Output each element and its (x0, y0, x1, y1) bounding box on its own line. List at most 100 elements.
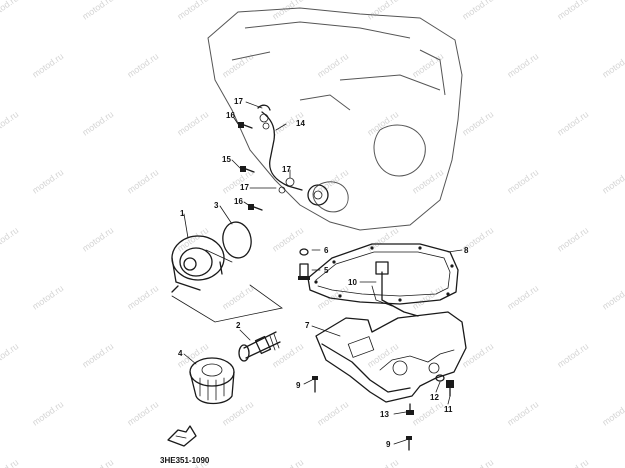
watermark-text: motod.ru (220, 283, 255, 312)
washer (299, 248, 309, 256)
bolt-16-top (238, 122, 253, 129)
oil-strainer-pipe (371, 261, 419, 317)
watermark-text: motod.ru (555, 109, 590, 138)
bolt-15 (240, 166, 255, 173)
watermark-text: motod.ru (505, 283, 540, 312)
callout-2: 2 (236, 321, 241, 330)
watermark-text: motod.ru (0, 109, 20, 138)
watermark-text: motod.ru (410, 167, 445, 196)
watermark-text: motod.ru (270, 0, 305, 22)
filter-union-bolt (238, 331, 281, 362)
callout-3: 3 (214, 201, 219, 210)
watermark-text: motod.ru (80, 341, 115, 370)
watermark-text: motod.ru (220, 51, 255, 80)
watermark-text: motod.ru (365, 109, 400, 138)
watermark-text: motod.ru (555, 225, 590, 254)
callout-10: 10 (348, 278, 357, 287)
watermark-text: motod.ru (410, 399, 445, 428)
watermark-text: motod.ru (270, 341, 305, 370)
callouts: 17 16 14 15 17 17 16 3 1 6 8 5 10 7 2 4 … (178, 97, 469, 449)
oil-pipe (257, 104, 303, 194)
watermark-text: motod.ru (460, 457, 495, 468)
engine-block (207, 7, 463, 231)
diagram-code: 3HE351-1090 (160, 456, 210, 465)
callout-14: 14 (296, 119, 305, 128)
callout-6: 6 (324, 246, 329, 255)
watermark-text: motod.ru (600, 51, 625, 80)
watermark-text: motod.ru (175, 225, 210, 254)
watermark-text: motod.ru (175, 0, 210, 22)
watermark-text: motod.ru (600, 167, 625, 196)
watermark-text: motod.ru (555, 0, 590, 22)
watermark-text: motod.ru (0, 457, 20, 468)
callout-11: 11 (444, 405, 453, 414)
callout-17-mid: 17 (282, 165, 291, 174)
callout-17-top: 17 (234, 97, 243, 106)
oil-filter-cartridge (189, 357, 235, 405)
front-arrow (167, 425, 197, 447)
watermark-text: motod.ru (30, 399, 65, 428)
oil-pan-gasket (307, 243, 459, 305)
watermark-text: motod.ru (410, 283, 445, 312)
watermark-text: motod.ru (125, 283, 160, 312)
watermark-text: motod.ru (505, 167, 540, 196)
callout-13: 13 (380, 410, 389, 419)
watermark-text: motod.ru (600, 399, 625, 428)
watermark-text: motod.ru (30, 51, 65, 80)
bolt-9-left (312, 376, 318, 393)
watermark-text: motod.ru (220, 399, 255, 428)
watermark-text: motod.ru (80, 225, 115, 254)
watermark-text: motod.ru (315, 51, 350, 80)
plug-11 (446, 380, 454, 397)
callout-9-left: 9 (296, 381, 301, 390)
callout-9-bottom: 9 (386, 440, 391, 449)
assembly-bracket (171, 249, 283, 323)
watermark-text: motod.ru (80, 457, 115, 468)
bolt-16-lower (248, 204, 263, 211)
drain-plug (298, 263, 310, 280)
watermark-text: motod.ru (80, 109, 115, 138)
callout-5: 5 (324, 266, 329, 275)
watermark-text: motod.ru (125, 51, 160, 80)
watermark-text: motod.ru (505, 399, 540, 428)
watermark-text: motod.ru (0, 225, 20, 254)
callout-16-top: 16 (226, 111, 235, 120)
watermark-text: motod.ru (460, 109, 495, 138)
watermark-text: motod.ru (30, 283, 65, 312)
callout-15: 15 (222, 155, 231, 164)
watermark-text: motod.ru (0, 341, 20, 370)
watermark-text: motod.ru (125, 399, 160, 428)
callout-17-low: 17 (240, 183, 249, 192)
watermark-text: motod.ru (175, 109, 210, 138)
watermark-text: motod.ru (555, 341, 590, 370)
watermark-text: motod.ru (315, 167, 350, 196)
watermark-text: motod.ru (600, 283, 625, 312)
watermark-text: motod.ru (365, 0, 400, 22)
watermark-text: motod.ru (270, 457, 305, 468)
bolt-13 (406, 403, 414, 415)
watermark-text: motod.ru (315, 399, 350, 428)
watermark-text: motod.ru (410, 51, 445, 80)
callout-1: 1 (180, 209, 185, 218)
watermark-text: motod.ru (555, 457, 590, 468)
watermark-text: motod.ru (270, 225, 305, 254)
callout-12: 12 (430, 393, 439, 402)
watermark-text: motod.ru (505, 51, 540, 80)
watermark-text: motod.ru (460, 0, 495, 22)
oil-pan (315, 311, 467, 403)
leader-lines (183, 101, 463, 445)
watermark-text: motod.ru (125, 167, 160, 196)
callout-8: 8 (464, 246, 469, 255)
watermark-text: motod.ru (0, 0, 20, 22)
watermark-text: motod.ru (80, 0, 115, 22)
callout-7: 7 (305, 321, 310, 330)
gasket-12 (435, 374, 445, 382)
o-ring (222, 221, 252, 259)
watermark-text: motod.ru (365, 341, 400, 370)
watermark-text: motod.ru (315, 283, 350, 312)
callout-4: 4 (178, 349, 183, 358)
callout-16-low: 16 (234, 197, 243, 206)
watermark-text: motod.ru (220, 167, 255, 196)
